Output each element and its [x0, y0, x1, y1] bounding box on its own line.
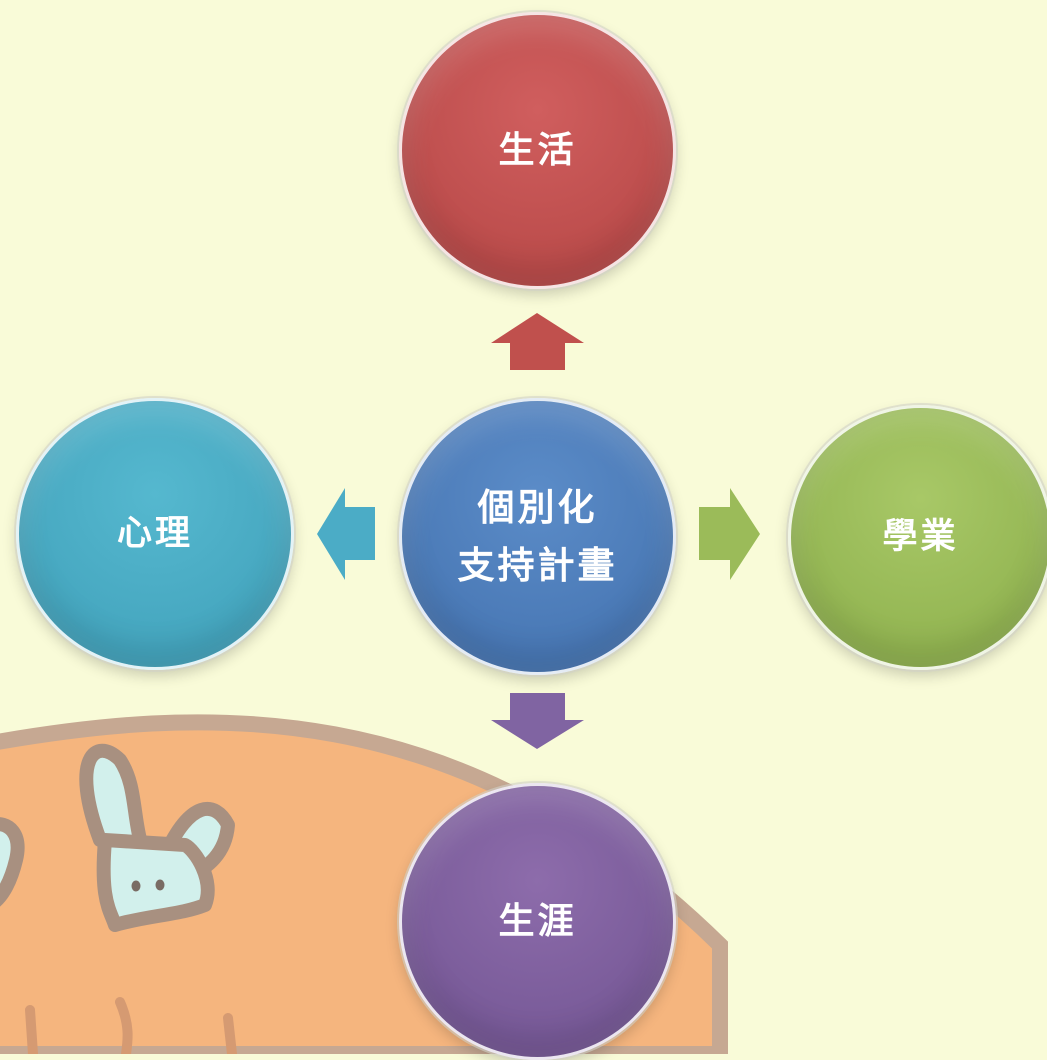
node-academics: 學業: [788, 405, 1047, 670]
node-psychology-label: 心理: [116, 513, 193, 554]
node-career-label: 生涯: [498, 900, 577, 942]
node-career: 生涯: [399, 783, 676, 1060]
node-academics-label: 學業: [882, 517, 959, 558]
node-psychology: 心理: [16, 398, 294, 670]
center-label: 個別化 支持計畫: [458, 479, 618, 594]
rabbit-head-icon: [96, 833, 215, 932]
node-life: 生活: [399, 12, 676, 289]
center-label-line1: 個別化: [477, 486, 598, 530]
arrow-right-icon: [699, 488, 760, 580]
arrow-left-icon: [317, 488, 375, 580]
node-individualized-support-plan: 個別化 支持計畫: [399, 398, 676, 675]
arrow-up-icon: [491, 313, 584, 370]
center-label-line2: 支持計畫: [457, 543, 618, 587]
arrow-down-icon: [491, 693, 584, 749]
node-life-label: 生活: [498, 129, 577, 171]
